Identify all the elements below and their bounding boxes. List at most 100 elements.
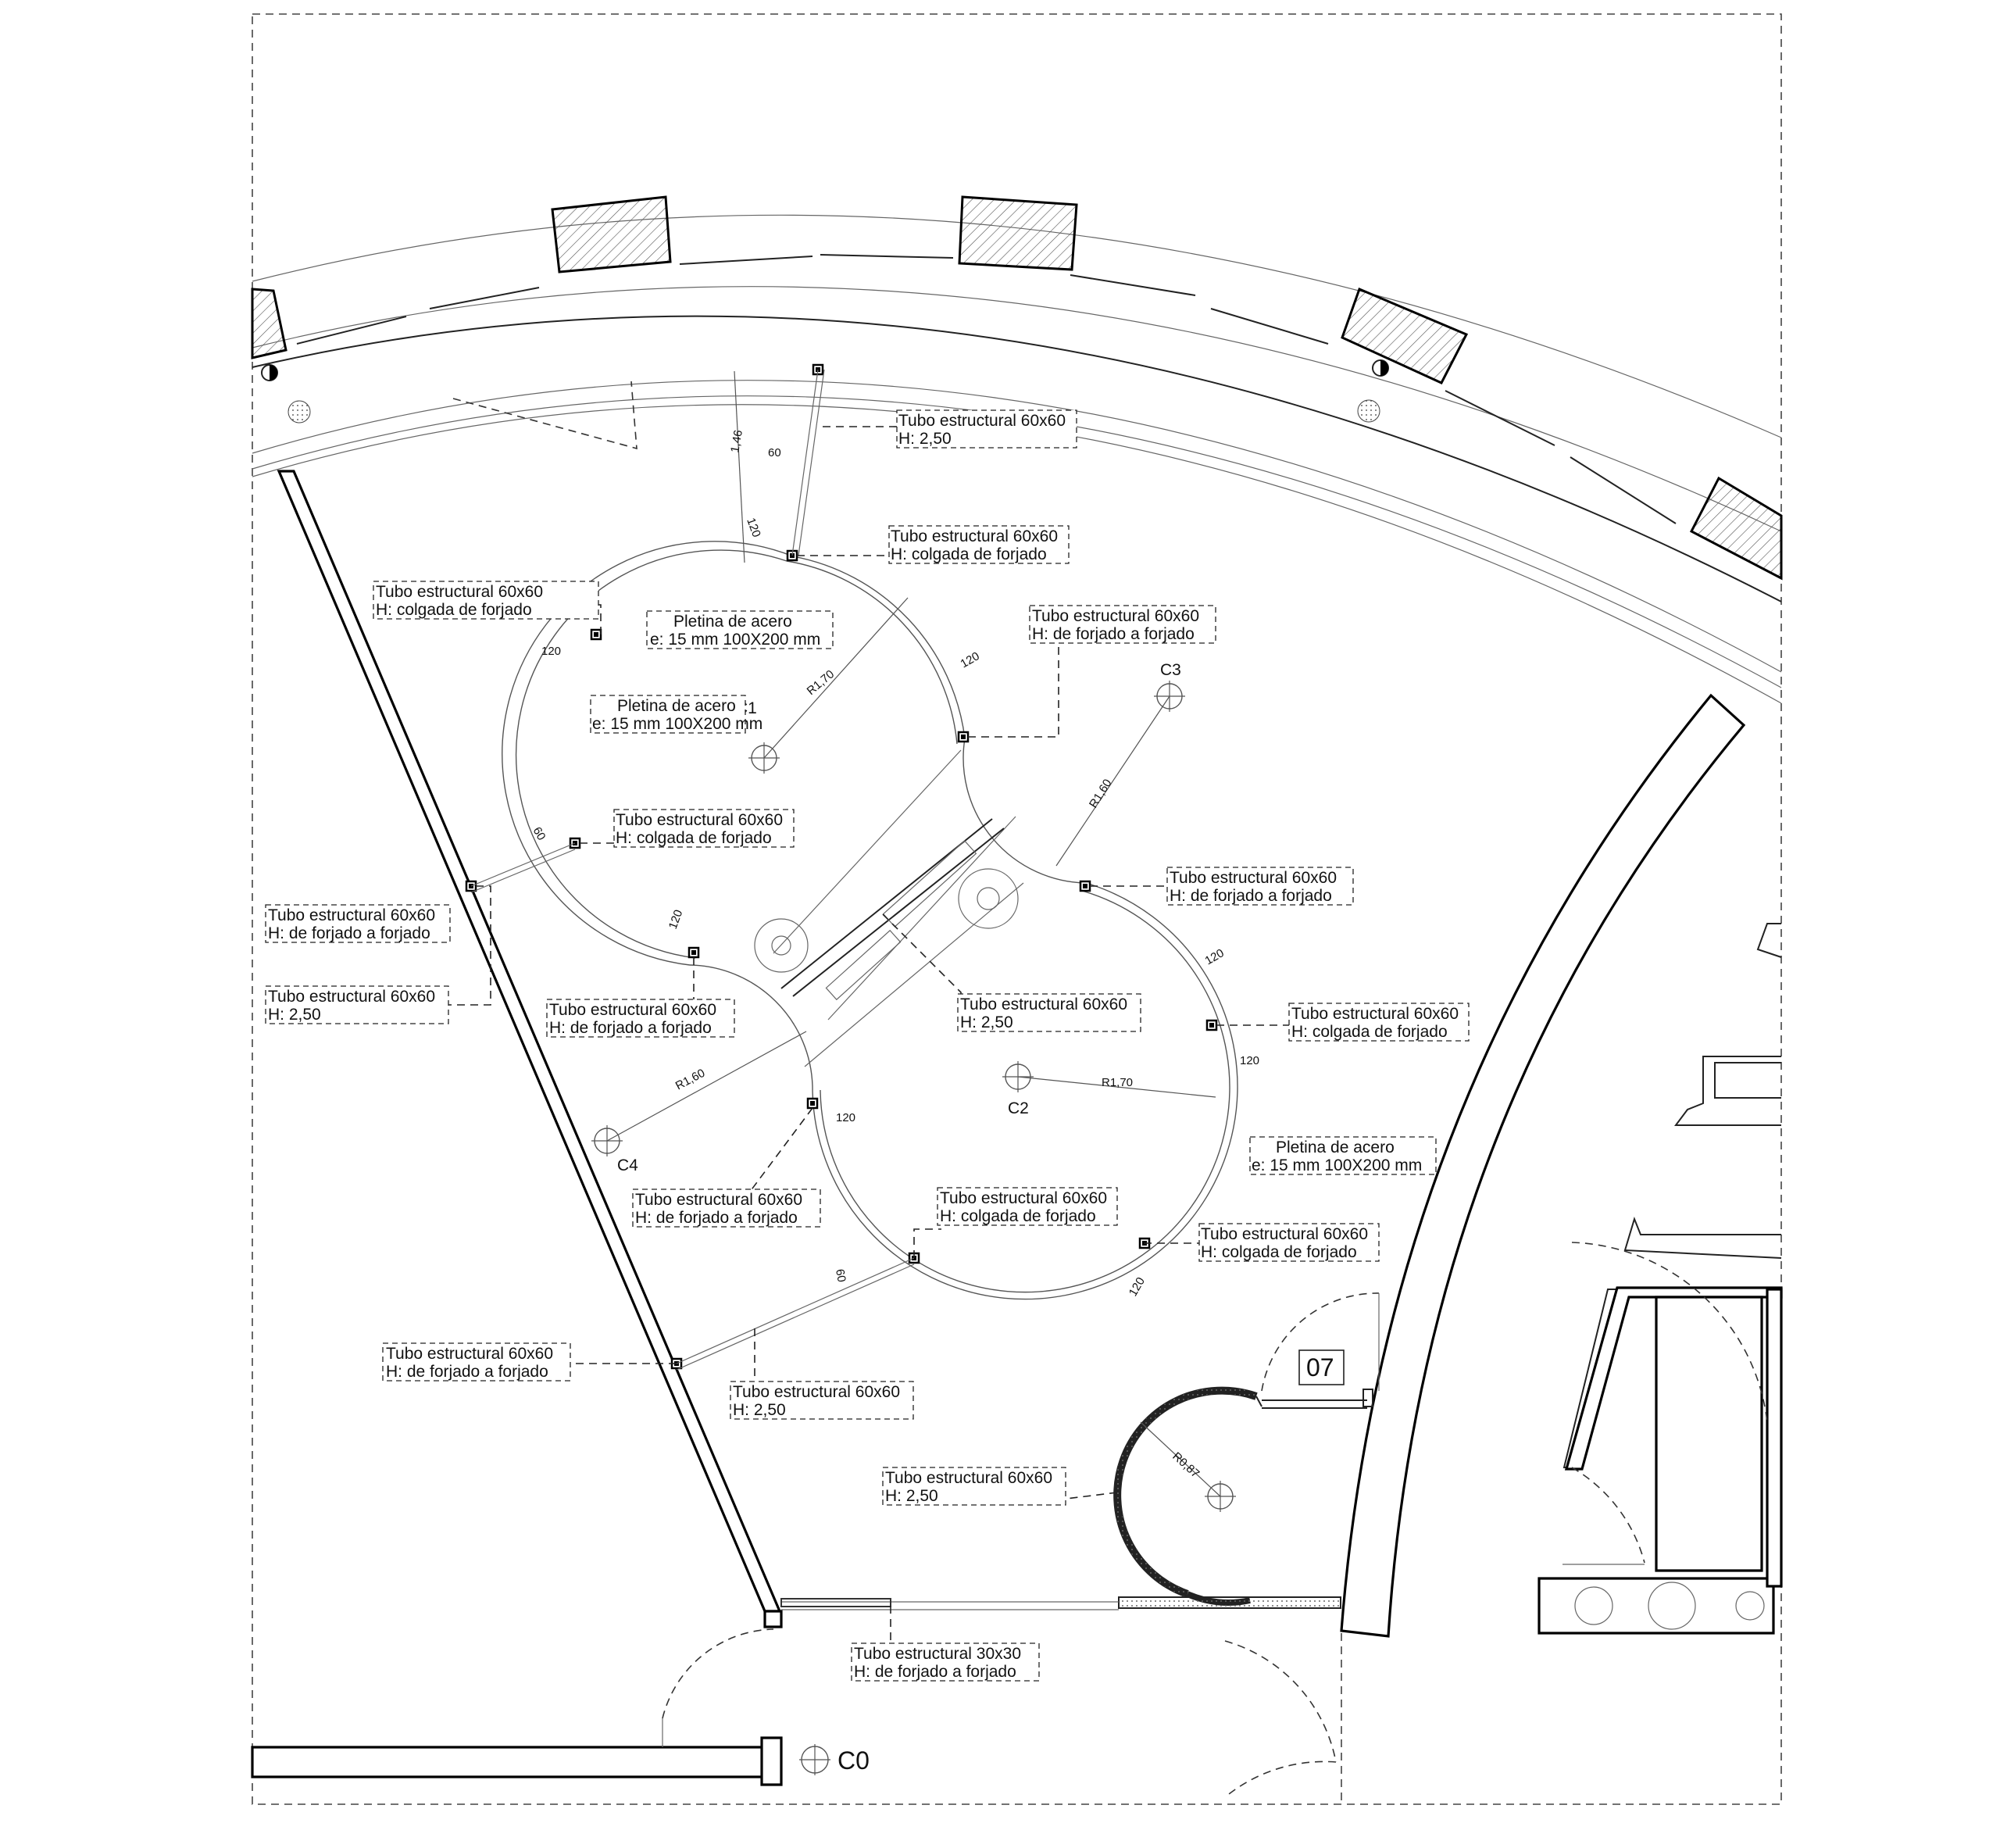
label-l5: Tubo estructural 60x60 H: de forjado a f… [1029, 605, 1216, 644]
label-l21-line2: H: de forjado a forjado [854, 1663, 1016, 1681]
center-label-c3: C3 [1160, 661, 1181, 679]
label-l18: Tubo estructural 60x60 H: de forjado a f… [382, 1342, 571, 1382]
label-l3-line1: Tubo estructural 60x60 [376, 583, 543, 601]
center-mark-c1 [748, 742, 780, 774]
label-l13-line2: H: colgada de forjado [1291, 1023, 1448, 1041]
dim-120-c: 120 [959, 649, 982, 670]
label-l16: Tubo estructural 60x60 H: colgada de for… [937, 1187, 1118, 1226]
label-l8-line1: Tubo estructural 60x60 [1170, 869, 1337, 887]
label-l2: Tubo estructural 60x60 H: colgada de for… [888, 525, 1070, 564]
label-l9-line1: Tubo estructural 60x60 [268, 906, 435, 924]
dim-120-e: 120 [1203, 946, 1227, 967]
center-label-c2: C2 [1008, 1099, 1029, 1117]
annotation-labels: Tubo estructural 60x60 H: 2,50 Tubo estr… [265, 409, 1470, 1682]
label-l11: Tubo estructural 60x60 H: de forjado a f… [546, 999, 735, 1038]
label-l18-line2: H: de forjado a forjado [386, 1363, 548, 1381]
label-l20-line1: Tubo estructural 60x60 [885, 1469, 1052, 1487]
label-l4: Pletina de acero e: 15 mm 100X200 mm [646, 610, 834, 649]
label-l6-line2: e: 15 mm 100X200 mm [592, 715, 762, 733]
label-l19: Tubo estructural 60x60 H: 2,50 [730, 1381, 914, 1420]
center-mark-c4 [591, 1125, 623, 1156]
label-l14-line1: Pletina de acero [1276, 1138, 1395, 1156]
dimensions: 1,46 60 120 120 120 60 120 120 120 120 6… [530, 429, 1259, 1481]
dim-120-h: 120 [1127, 1275, 1148, 1299]
label-l12-line2: H: 2,50 [960, 1013, 1013, 1031]
radius-lines [606, 370, 1221, 1497]
label-l20: Tubo estructural 60x60 H: 2,50 [882, 1467, 1066, 1506]
label-l17: Tubo estructural 60x60 H: colgada de for… [1198, 1223, 1380, 1262]
post-10 [806, 1097, 819, 1110]
downpipes [261, 359, 1389, 424]
post-9 [1205, 1019, 1218, 1031]
label-l15-line2: H: de forjado a forjado [635, 1209, 798, 1227]
label-l15-line1: Tubo estructural 60x60 [635, 1191, 802, 1209]
center-mark-r087 [1205, 1481, 1236, 1512]
radius-r2-label: R1,60 [1087, 777, 1115, 810]
beams [470, 369, 915, 1371]
label-l13: Tubo estructural 60x60 H: colgada de for… [1288, 1003, 1470, 1042]
label-l7: Tubo estructural 60x60 H: colgada de for… [613, 809, 795, 848]
dim-120-b: 120 [541, 645, 561, 658]
label-l5-line2: H: de forjado a forjado [1032, 625, 1195, 643]
label-l8-line2: H: de forjado a forjado [1170, 887, 1332, 905]
label-l16-line2: H: colgada de forjado [940, 1207, 1096, 1225]
center-labels: C1 C2 C3 C4 C0 [617, 661, 1181, 1775]
label-l7-line1: Tubo estructural 60x60 [616, 811, 783, 829]
right-rooms [1538, 923, 1783, 1635]
label-l6: Pletina de acero e: 15 mm 100X200 mm [590, 695, 762, 734]
radius-r3-label: R1,70 [1102, 1076, 1133, 1089]
room-number: 07 [1306, 1353, 1334, 1382]
label-l17-line1: Tubo estructural 60x60 [1201, 1225, 1368, 1243]
label-l21-line1: Tubo estructural 30x30 [854, 1645, 1021, 1663]
label-l1: Tubo estructural 60x60 H: 2,50 [896, 409, 1077, 449]
label-l21: Tubo estructural 30x30 H: de forjado a f… [851, 1642, 1040, 1682]
radius-r5-label: R0,87 [1170, 1449, 1202, 1480]
dim-60-a: 60 [768, 446, 781, 459]
label-l8: Tubo estructural 60x60 H: de forjado a f… [1166, 867, 1354, 906]
label-l11-line2: H: de forjado a forjado [549, 1019, 712, 1037]
facade [251, 195, 1783, 704]
label-l14-line2: e: 15 mm 100X200 mm [1252, 1156, 1422, 1174]
dim-120-d: 120 [666, 908, 686, 931]
label-l9: Tubo estructural 60x60 H: de forjado a f… [265, 904, 451, 943]
label-l18-line1: Tubo estructural 60x60 [386, 1345, 553, 1363]
label-l12: Tubo estructural 60x60 H: 2,50 [957, 993, 1141, 1032]
label-l3: Tubo estructural 60x60 H: colgada de for… [373, 581, 599, 620]
window-sills [296, 254, 1677, 524]
center-mark-c0 [799, 1744, 830, 1775]
right-curved-wall [1340, 693, 1746, 1638]
dim-120-a: 120 [744, 517, 763, 539]
center-mark-c2 [1002, 1061, 1034, 1092]
dim-60-c: 60 [833, 1268, 848, 1283]
label-l7-line2: H: colgada de forjado [616, 829, 772, 847]
label-l3-line2: H: colgada de forjado [376, 601, 532, 619]
post-8 [688, 946, 700, 959]
label-l15: Tubo estructural 60x60 H: de forjado a f… [632, 1189, 821, 1228]
label-l1-line1: Tubo estructural 60x60 [898, 412, 1066, 430]
label-l10-line2: H: 2,50 [268, 1006, 321, 1024]
dim-146: 1,46 [728, 429, 745, 454]
center-label-c4: C4 [617, 1156, 638, 1174]
label-l4-line2: e: 15 mm 100X200 mm [650, 631, 820, 649]
dim-60-b: 60 [530, 825, 548, 843]
label-l2-line1: Tubo estructural 60x60 [891, 527, 1058, 545]
label-l16-line1: Tubo estructural 60x60 [940, 1189, 1107, 1207]
post-3 [590, 628, 602, 641]
drawing-frame [252, 13, 1782, 1805]
partition-lobes [502, 541, 1238, 1300]
label-l6-line1: Pletina de acero [617, 697, 736, 715]
center-marks [591, 681, 1236, 1775]
label-l9-line2: H: de forjado a forjado [268, 924, 430, 942]
label-l5-line1: Tubo estructural 60x60 [1032, 607, 1199, 625]
dim-120-g: 120 [836, 1111, 855, 1124]
dim-120-f: 120 [1240, 1054, 1259, 1067]
label-l17-line2: H: colgada de forjado [1201, 1243, 1357, 1261]
label-l14: Pletina de acero e: 15 mm 100X200 mm [1249, 1136, 1437, 1175]
label-l13-line1: Tubo estructural 60x60 [1291, 1005, 1459, 1023]
post-4 [957, 731, 970, 743]
center-label-c0: C0 [838, 1746, 870, 1775]
left-wall [251, 470, 783, 1786]
label-l20-line2: H: 2,50 [885, 1487, 938, 1505]
hatched-pilasters [251, 195, 1783, 581]
